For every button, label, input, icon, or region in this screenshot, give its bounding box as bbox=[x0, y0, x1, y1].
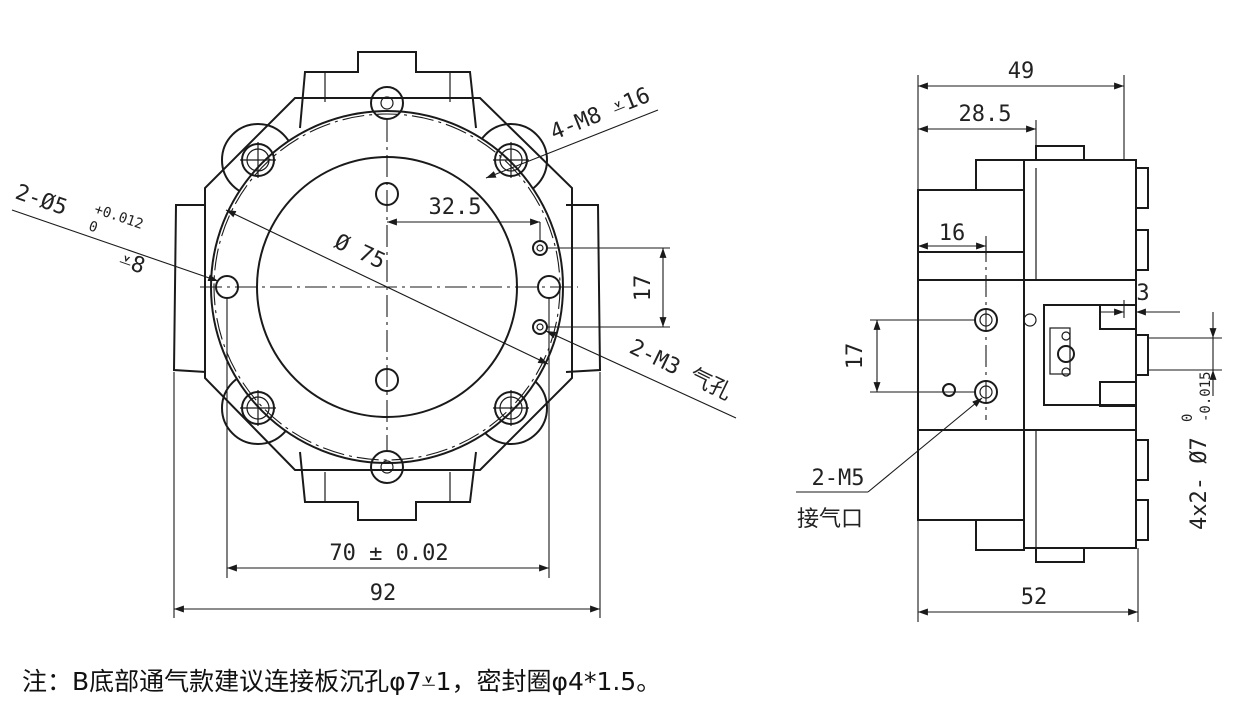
m8-hole-bl bbox=[240, 390, 276, 426]
dim-width-overall: 92 bbox=[370, 581, 397, 606]
footer-note: 注：B底部通气款建议连接板沉孔φ7⩡1，密封圈φ4*1.5。 bbox=[22, 667, 662, 696]
pins-tol-upper: 0 bbox=[1180, 414, 1196, 422]
m8-hole-tr bbox=[493, 142, 529, 178]
callout-pin-holes: 2-Ø5 +0.012 0 ⩡8 bbox=[12, 180, 148, 279]
pins-label: 4x2- Ø7 bbox=[1187, 437, 1212, 530]
dim-total-49: 49 bbox=[1008, 59, 1035, 84]
dim-vertical-17: 17 bbox=[631, 275, 656, 302]
dim-17-side: 17 bbox=[843, 343, 868, 370]
callout-pins: 4x2- Ø7 0 -0.015 bbox=[1180, 371, 1214, 530]
pin-tol-upper: +0.012 bbox=[92, 201, 145, 233]
technical-drawing: 92 70 ± 0.02 32.5 17 Ø 75 4-M8 ⩡16 2-Ø5 … bbox=[11, 51, 1222, 622]
m8-hole-tl bbox=[240, 142, 276, 178]
callout-port-label: 接气口 bbox=[797, 507, 863, 532]
dim-offset: 32.5 bbox=[429, 195, 482, 220]
pin-depth: ⩡8 bbox=[116, 247, 148, 279]
side-view: 49 28.5 16 3 17 52 2-M5 接气口 4x2- Ø7 0 -0… bbox=[796, 59, 1222, 622]
pin-tol-lower: 0 bbox=[86, 218, 99, 236]
dim-partial-28-5: 28.5 bbox=[959, 102, 1012, 127]
pins-tol-lower: -0.015 bbox=[1198, 371, 1214, 422]
m8-hole-br bbox=[493, 390, 529, 426]
pin-holes-label: 2-Ø5 bbox=[12, 180, 70, 221]
callout-port: 2-M5 bbox=[812, 466, 865, 491]
front-view: 92 70 ± 0.02 32.5 17 Ø 75 4-M8 ⩡16 2-Ø5 … bbox=[11, 51, 737, 618]
dim-3: 3 bbox=[1136, 281, 1149, 306]
dim-hole-spacing: 70 ± 0.02 bbox=[329, 541, 448, 566]
dim-16: 16 bbox=[939, 221, 966, 246]
callout-air-holes: 2-M3 气孔 bbox=[625, 335, 735, 406]
callout-mount-threads: 4-M8 ⩡16 bbox=[547, 83, 654, 146]
dim-bottom-52: 52 bbox=[1021, 585, 1048, 610]
